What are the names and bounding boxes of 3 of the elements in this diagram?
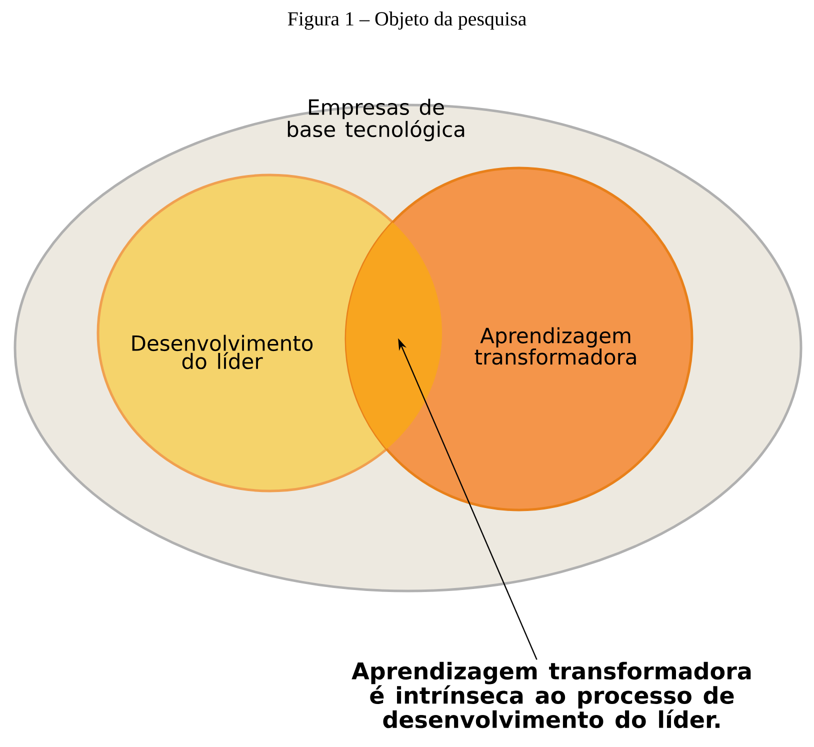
figure-title: Figura 1 – Objeto da pesquisa bbox=[288, 12, 526, 30]
note-text: Aprendizagem transformadora é intrínseca ao processo de desenvolvimento do líder. bbox=[352, 662, 751, 728]
overlap-region bbox=[346, 222, 442, 449]
